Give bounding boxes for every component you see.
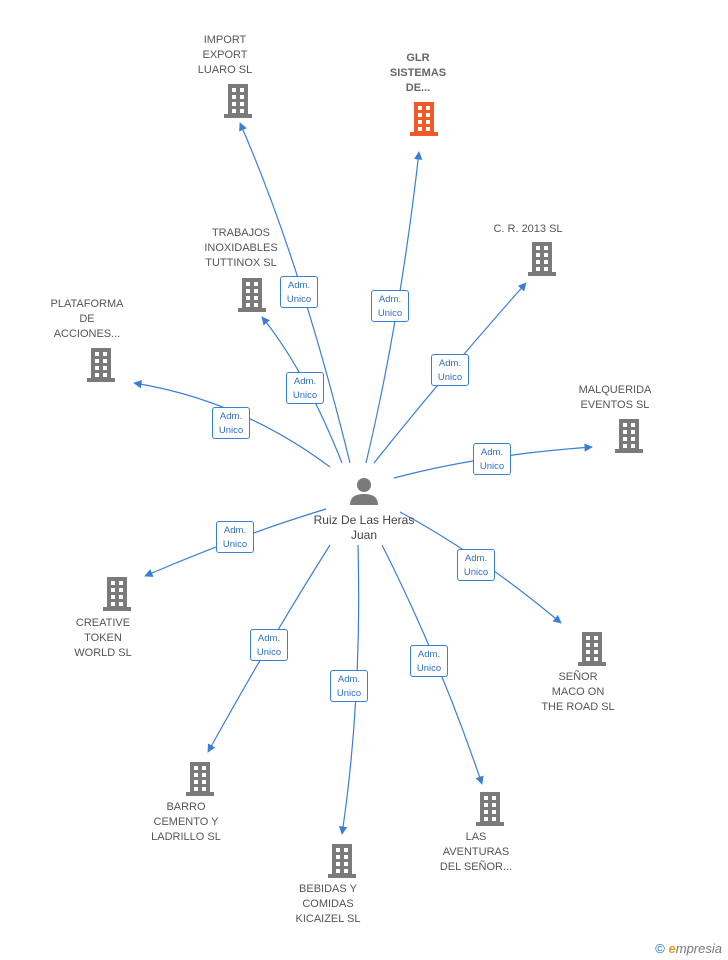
company-label-line: TRABAJOS [211, 227, 271, 239]
building-icon[interactable] [615, 419, 643, 453]
relation-badge-line: Unico [437, 372, 463, 383]
relation-badge-barro[interactable]: Adm. Unico [250, 629, 288, 661]
company-label-import[interactable]: IMPORT EXPORT LUARO SL [165, 33, 285, 78]
brand-logo: © empresia [655, 941, 722, 956]
building-icon[interactable] [87, 348, 115, 382]
relation-badge-line: Adm. [257, 633, 281, 644]
relation-badge-glr[interactable]: Adm. Unico [371, 290, 409, 322]
person-icon [350, 478, 378, 505]
company-label-senor[interactable]: SEÑOR MACO ON THE ROAD SL [518, 670, 638, 715]
company-label-line: BARRO [166, 801, 206, 813]
company-label-line: KICAIZEL SL [295, 913, 361, 925]
company-label-line: SEÑOR [558, 671, 598, 683]
relation-badge-import[interactable]: Adm. Unico [280, 276, 318, 308]
relation-badge-creative[interactable]: Adm. Unico [216, 521, 254, 553]
company-label-plataforma[interactable]: PLATAFORMA DE ACCIONES... [27, 297, 147, 342]
company-label-malquerida[interactable]: MALQUERIDA EVENTOS SL [555, 383, 675, 413]
company-label-barro[interactable]: BARRO CEMENTO Y LADRILLO SL [126, 800, 246, 845]
building-icon[interactable] [238, 278, 266, 312]
company-label-line: PLATAFORMA [50, 298, 124, 310]
relation-badge-line: Adm. [219, 411, 243, 422]
relation-badge-bebidas[interactable]: Adm. Unico [330, 670, 368, 702]
copyright-symbol: © [655, 941, 665, 956]
company-label-line: MACO ON [551, 686, 605, 698]
relation-badge-line: Unico [256, 647, 282, 658]
company-label-line: INOXIDABLES [204, 242, 278, 254]
company-label-cr2013[interactable]: C. R. 2013 SL [468, 222, 588, 237]
company-label-line: DEL SEÑOR... [439, 861, 513, 873]
company-label-line: THE ROAD SL [541, 701, 615, 713]
building-icon[interactable] [224, 84, 252, 118]
relation-badge-line: Adm. [287, 280, 311, 291]
company-label-glr[interactable]: GLR SISTEMAS DE... [358, 51, 478, 96]
company-label-line: DE [79, 313, 95, 325]
relation-badge-line: Unico [463, 567, 489, 578]
company-label-line: CEMENTO Y [153, 816, 219, 828]
building-icon[interactable] [578, 632, 606, 666]
relation-badge-malquerida[interactable]: Adm. Unico [473, 443, 511, 475]
building-icon[interactable] [186, 762, 214, 796]
relation-badge-line: Unico [292, 390, 318, 401]
company-label-line: LAS [465, 831, 487, 843]
company-label-line: AVENTURAS [442, 846, 510, 858]
building-icon[interactable] [476, 792, 504, 826]
relation-badge-trabajos[interactable]: Adm. Unico [286, 372, 324, 404]
company-label-line: IMPORT [203, 34, 247, 46]
building-icon[interactable] [103, 577, 131, 611]
relation-badge-line: Unico [336, 688, 362, 699]
company-label-trabajos[interactable]: TRABAJOS INOXIDABLES TUTTINOX SL [181, 226, 301, 271]
relation-badge-line: Unico [416, 663, 442, 674]
relation-badge-line: Unico [479, 461, 505, 472]
company-label-bebidas[interactable]: BEBIDAS Y COMIDAS KICAIZEL SL [268, 882, 388, 927]
company-label-line: WORLD SL [74, 647, 132, 659]
company-label-line: LUARO SL [197, 64, 253, 76]
relation-badge-senor[interactable]: Adm. Unico [457, 549, 495, 581]
relation-badge-line: Unico [286, 294, 312, 305]
company-label-line: MALQUERIDA [578, 384, 652, 396]
company-label-line: EXPORT [202, 49, 248, 61]
brand-rest: mpresia [675, 941, 722, 956]
company-label-line: C. R. 2013 SL [493, 223, 563, 235]
relation-badge-line: Adm. [337, 674, 361, 685]
company-label-line: TOKEN [84, 632, 122, 644]
relation-badge-aventuras[interactable]: Adm. Unico [410, 645, 448, 677]
relation-badge-line: Adm. [480, 447, 504, 458]
company-label-line: LADRILLO SL [151, 831, 221, 843]
relation-badge-line: Unico [377, 308, 403, 319]
relation-badge-line: Unico [222, 539, 248, 550]
relation-badge-cr2013[interactable]: Adm. Unico [431, 354, 469, 386]
center-person-name[interactable]: Ruiz De Las Heras Juan [313, 513, 415, 542]
company-label-line: CREATIVE [75, 617, 131, 629]
company-label-line: SISTEMAS [389, 67, 447, 79]
company-label-line: TUTTINOX SL [205, 257, 277, 269]
relation-badge-plataforma[interactable]: Adm. Unico [212, 407, 250, 439]
brand-initial: e [668, 941, 676, 956]
relation-badge-line: Adm. [293, 376, 317, 387]
company-label-line: EVENTOS SL [580, 399, 650, 411]
company-label-line: GLR [406, 52, 430, 64]
relation-badge-line: Adm. [378, 294, 402, 305]
company-label-line: BEBIDAS Y [299, 883, 357, 895]
relation-badge-line: Adm. [223, 525, 247, 536]
company-label-line: COMIDAS [302, 898, 354, 910]
company-label-line: ACCIONES... [53, 328, 121, 340]
company-label-aventuras[interactable]: LAS AVENTURAS DEL SEÑOR... [416, 830, 536, 875]
relation-badge-line: Adm. [464, 553, 488, 564]
company-label-creative[interactable]: CREATIVE TOKEN WORLD SL [43, 616, 163, 661]
building-icon[interactable] [328, 844, 356, 878]
relation-badge-line: Adm. [438, 358, 462, 369]
relation-badge-line: Adm. [417, 649, 441, 660]
relation-badge-line: Unico [218, 425, 244, 436]
building-icon[interactable] [410, 102, 438, 136]
company-label-line: DE... [405, 82, 431, 94]
building-icon[interactable] [528, 242, 556, 276]
